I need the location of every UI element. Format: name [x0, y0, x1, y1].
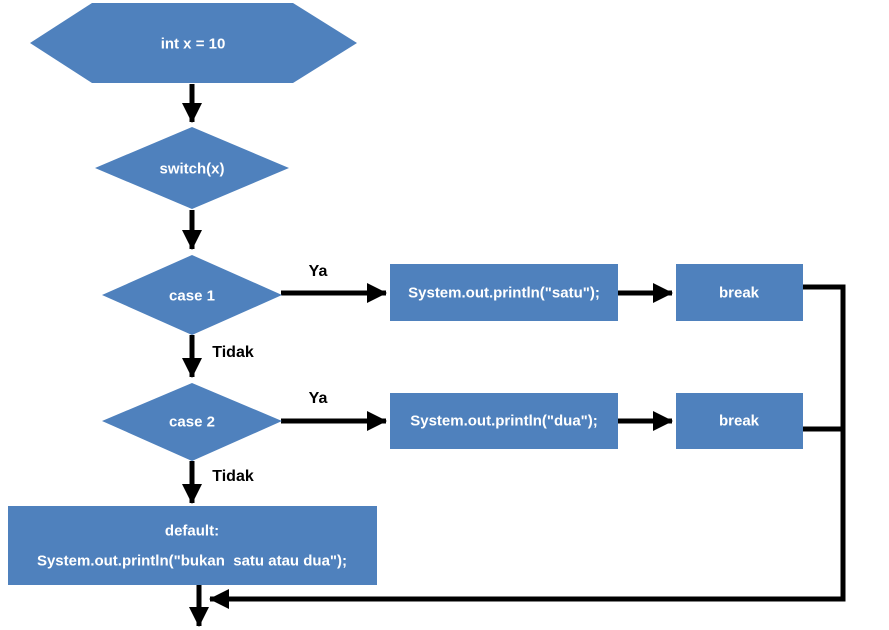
- edge-break1-rail-to-exit: [209, 284, 846, 609]
- node-default-label-line1: default:: [165, 523, 219, 540]
- node-break2-label: break: [719, 413, 760, 430]
- node-default-rect: [8, 506, 377, 585]
- node-init-label: int x = 10: [161, 36, 226, 53]
- node-default-label-line2: System.out.println("bukan satu atau dua"…: [37, 553, 347, 570]
- edge-label-case1-no: Tidak: [212, 344, 254, 361]
- node-break2-rect: [676, 393, 803, 449]
- node-print-satu-label: System.out.println("satu");: [408, 285, 600, 302]
- node-break1-rect: [676, 264, 803, 321]
- edge-label-case2-yes: Ya: [309, 390, 328, 407]
- node-switch-diamond: [95, 127, 289, 209]
- edge-label-case1-yes: Ya: [309, 263, 328, 280]
- edge-label-case2-no: Tidak: [212, 468, 254, 485]
- node-print-satu-rect: [390, 264, 618, 321]
- node-case2-diamond: [102, 383, 282, 461]
- node-switch-label: switch(x): [159, 161, 224, 178]
- node-case2-label: case 2: [169, 414, 215, 431]
- node-init-hexagon: [30, 3, 357, 83]
- node-case1-label: case 1: [169, 288, 215, 305]
- node-print-dua-label: System.out.println("dua");: [410, 413, 598, 430]
- node-break1-label: break: [719, 285, 760, 302]
- node-print-dua-rect: [390, 393, 618, 449]
- node-case1-diamond: [102, 255, 282, 335]
